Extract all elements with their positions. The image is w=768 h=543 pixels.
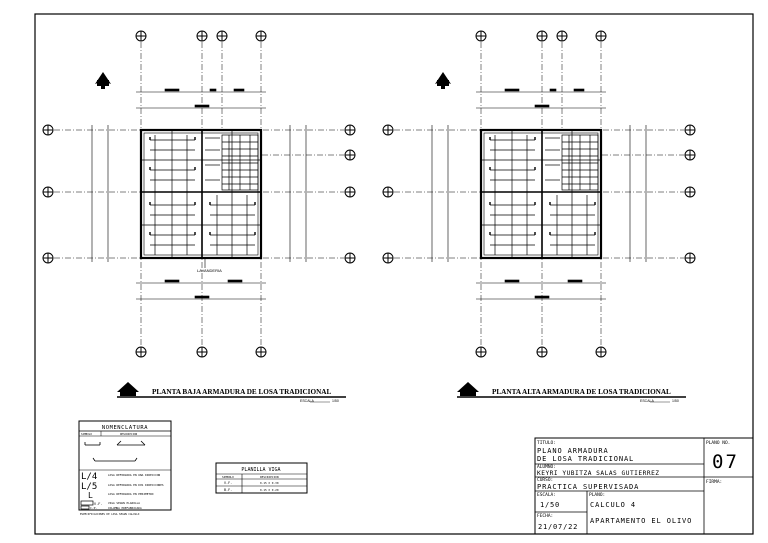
nomenclature-symbol-1: L/4 xyxy=(81,472,97,482)
upper-floor-plan: PLANTA ALTA ARMADURA DE LOSA TRADICIONAL… xyxy=(382,30,696,403)
beam-schedule-table: PLANILLA VIGA SIMBOLO DESCRIPCION V.F. 0… xyxy=(215,462,308,494)
nomenclature-title: NOMENCLATURA xyxy=(102,425,148,431)
nomenclature-symbol-5: C.P. xyxy=(90,506,97,510)
nomenclature-desc-4: VIGA SEGUN PLANILLA xyxy=(108,501,140,505)
nomenclature-table: NOMENCLATURA SIMBOLO DESCRIPCION L/4 LOS… xyxy=(78,420,172,516)
beam-schedule-cell: V.F. xyxy=(224,481,232,485)
beam-schedule-cell: 0.15 X 0.30 xyxy=(260,481,279,485)
laundry-note: LAVANDERIA xyxy=(197,268,222,273)
beam-schedule-title: PLANILLA VIGA xyxy=(241,467,280,473)
axis-lines xyxy=(54,42,344,346)
nomenclature-symbol-4: V.F. xyxy=(94,502,102,506)
title-block: TITULO: PLANO ARMADURA DE LOSA TRADICION… xyxy=(534,437,754,535)
title-line2: DE LOSA TRADICIONAL xyxy=(537,455,634,463)
ground-plan-scale-label: ESCALA xyxy=(300,399,314,403)
slab-outline xyxy=(139,128,263,260)
rebar-pattern xyxy=(141,130,261,258)
upper-plan-title: PLANTA ALTA ARMADURA DE LOSA TRADICIONAL xyxy=(492,388,671,396)
dimension-lines xyxy=(91,88,307,300)
nomenclature-col-description: DESCRIPCION xyxy=(120,432,138,436)
student-name: KEYRI YUBITZA SALAS GUTIERREZ xyxy=(537,470,660,477)
axis-bubbles-sides xyxy=(382,124,696,264)
beam-schedule-cell: 0.15 X 0.20 xyxy=(260,488,279,492)
scale-label: ESCALA: xyxy=(537,492,556,498)
rebar-pattern xyxy=(481,130,601,258)
ground-plan-title: PLANTA BAJA ARMADURA DE LOSA TRADICIONAL xyxy=(152,388,331,396)
upper-plan-caption: PLANTA ALTA ARMADURA DE LOSA TRADICIONAL… xyxy=(457,382,686,403)
axis-bubbles-top xyxy=(475,30,607,42)
upper-plan-scale: 1/50 xyxy=(672,399,679,403)
date-label: FECHA: xyxy=(537,513,553,519)
nomenclature-symbol-2: L/5 xyxy=(81,482,97,492)
nomenclature-footer: ESPECIFICACIONES DE LOSA SEGUN CALCULO xyxy=(80,512,140,516)
signature-label: FIRMA: xyxy=(706,479,722,485)
ground-plan-caption: PLANTA BAJA ARMADURA DE LOSA TRADICIONAL… xyxy=(117,382,346,403)
nomenclature-desc-3: LOSA REFORZADA EN PERIMETRO xyxy=(108,492,154,496)
sheet-number: 07 xyxy=(712,451,739,473)
sheet-border xyxy=(34,13,754,535)
sheet-line1: CALCULO 4 xyxy=(590,501,636,509)
sheet-number-label: PLANO NO. xyxy=(706,440,730,446)
axis-bubbles-top xyxy=(135,30,267,42)
course-name: PRACTICA SUPERVISADA xyxy=(537,483,639,491)
slab-outline xyxy=(479,128,603,260)
north-arrow-icon xyxy=(95,72,111,89)
sheet-label: PLANO: xyxy=(589,492,605,498)
ground-floor-plan: LAVANDERIA PLANTA BAJA ARMADURA DE LOSA … xyxy=(42,30,356,403)
nomenclature-symbol-3: L xyxy=(88,491,93,500)
axis-bubbles-bottom xyxy=(475,346,607,358)
axis-bubbles-bottom xyxy=(135,346,267,358)
nomenclature-col-symbol: SIMBOLO xyxy=(81,432,92,436)
date-value: 21/07/22 xyxy=(538,523,578,531)
rebar-hooks xyxy=(149,137,256,235)
nomenclature-desc-1: LOSA REFORZADA EN UNA DIRECCION xyxy=(108,473,161,477)
course-label: CURSO: xyxy=(537,477,553,483)
nomenclature-desc-2: LOSA REFORZADA EN DOS DIRECCIONES xyxy=(108,483,164,487)
axis-lines xyxy=(394,42,684,346)
rebar-hooks xyxy=(489,137,596,235)
title-line1: PLANO ARMADURA xyxy=(537,447,609,455)
beam-schedule-cell: B.F. xyxy=(224,488,232,492)
axis-bubbles-sides xyxy=(42,124,356,264)
dimension-lines xyxy=(431,88,647,300)
north-arrow-icon xyxy=(435,72,451,89)
upper-plan-scale-label: ESCALA xyxy=(640,399,654,403)
sheet-line2: APARTAMENTO EL OLIVO xyxy=(590,517,692,525)
beam-schedule-header-description: DESCRIPCION xyxy=(260,475,279,479)
student-label: ALUMNO: xyxy=(537,464,556,470)
beam-schedule-header-symbol: SIMBOLO xyxy=(222,475,234,479)
title-label: TITULO: xyxy=(537,440,556,446)
scale-value: 1/50 xyxy=(540,501,560,509)
nomenclature-desc-5: COLUMNA PREFABRICADA xyxy=(108,506,142,510)
ground-plan-scale: 1/50 xyxy=(332,399,339,403)
